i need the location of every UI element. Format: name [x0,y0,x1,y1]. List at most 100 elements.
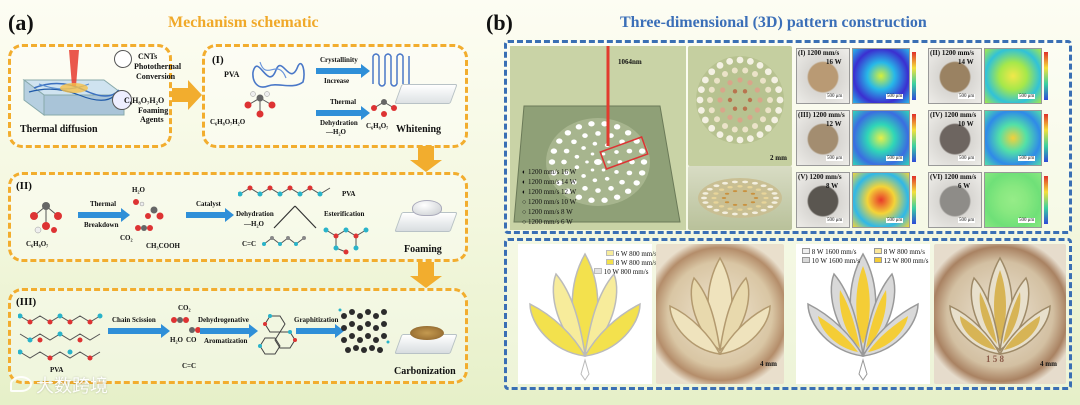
pattern-dot [731,67,738,74]
scale-4mm-1: 4 mm [760,360,777,368]
pattern-dot [708,68,716,76]
pattern-dot [719,205,725,208]
whitening-sample [394,84,458,104]
pva-crystal-illustration [372,53,410,87]
pattern-dot [550,148,558,154]
legend-row-1: ◐ 1200 mm/s 16 W [522,168,577,176]
pattern-dot [775,86,783,94]
stage-2-esterification: Esterification [324,210,365,218]
pattern-dot [581,146,586,150]
pattern-dot [775,106,783,114]
pattern-dot [771,116,779,124]
stage-1-label: (I) [212,54,224,66]
pattern-dot [614,150,619,154]
foaming-agents-2: Agents [140,115,164,124]
pattern-dot [761,201,767,204]
pattern-dot [727,186,733,189]
pattern-dot [767,205,774,209]
pattern-dot [590,168,595,172]
scale-bar-label: 500 μm [1018,94,1036,99]
lotus1-legend-3: 10 W 800 mm/s [594,268,648,276]
pattern-dot [742,67,749,74]
pattern-dot [742,126,749,133]
pattern-dot [742,203,748,206]
colorbar [912,52,916,100]
colorbar [1044,176,1048,224]
pattern-dot [571,179,577,185]
pattern-dot [773,196,779,200]
pattern-dot [771,76,779,84]
pattern-dot [638,148,646,154]
lotus-design-1 [518,244,652,384]
panel-a-title: Mechanism schematic [168,14,319,31]
pattern-dot [582,186,588,191]
pattern-dot [722,181,729,185]
pattern-dot [582,133,588,138]
pattern-dot [711,196,717,200]
pattern-dot [732,190,738,193]
pattern-dot [613,194,621,200]
legend-text-3: 1200 mm/s 12 W [527,188,577,196]
pattern-dot [701,116,709,124]
pattern-dot [626,170,633,176]
pattern-dot [721,197,727,199]
pattern-dot [716,131,724,139]
pattern-dot [706,187,713,191]
pattern-dot [601,152,606,156]
foaming-formula: C₆H₈O₇H₂O [124,96,165,105]
stage-3-box [8,288,468,384]
stage-3-pva-network [18,313,103,361]
pattern-dot [727,207,733,210]
orange-arrow-right [172,80,202,110]
dehydrogenative-label: Dehydrogenative [198,316,249,324]
crystallinity-label: Crystallinity [320,56,358,64]
pattern-dot [608,133,614,138]
pattern-dot [624,188,632,194]
pattern-dot [574,154,580,159]
pattern-dot [701,76,709,84]
pattern-dot [604,176,610,181]
stage-1-product: C₆H₈O₇ [366,122,389,130]
foaming-label: Foaming [404,244,442,255]
pattern-top-dots [696,56,784,144]
pattern-dot [765,86,772,93]
pattern-dot [742,180,749,184]
watermark-text: 大数跨境 [36,376,108,397]
pattern-dot [720,87,726,93]
pva-chain-illustration [238,185,331,197]
foaming-agents-1: Foaming [138,106,169,115]
micrograph-power: 12 W [826,120,842,128]
orange-arrow-down-1 [410,146,442,172]
pattern-dot [747,114,753,120]
pattern-dot [751,211,758,215]
thermal-breakdown-arrow [78,208,130,222]
pattern-dot [575,194,583,200]
pattern-dot [756,61,764,69]
pattern-dot [742,190,748,193]
stage-3-cc: C=C [182,362,197,370]
pattern-dot [697,106,705,114]
pattern-dot [595,131,601,136]
pattern-dot [624,130,632,136]
scission-fragments [171,317,201,333]
pattern-dot [702,192,709,195]
lotus2-legend-1: 8 W 1600 mm/s [802,248,856,256]
whitening-label: Whitening [396,124,442,135]
legend-row-2: ◐ 1200 mm/s 14 W [522,178,577,186]
pattern-dot [708,107,715,114]
pattern-dot [713,192,719,195]
pattern-dot [742,212,749,216]
lotus2-legend-2: 10 W 1600 mm/s [802,257,860,265]
pattern-dot [742,89,748,94]
micrograph-power: 6 W [958,182,971,190]
pattern-dot [714,116,721,123]
pattern-dot [556,180,563,186]
pattern-dot [755,188,761,191]
pattern-dot [585,160,589,164]
pattern-dot [727,97,733,103]
conversion-label: Conversion [136,72,176,81]
pattern-dot [601,121,608,127]
pattern-dot [707,97,713,103]
lotus1-legend-text-3: 10 W 800 mm/s [603,268,649,276]
pattern-dot [716,61,724,69]
